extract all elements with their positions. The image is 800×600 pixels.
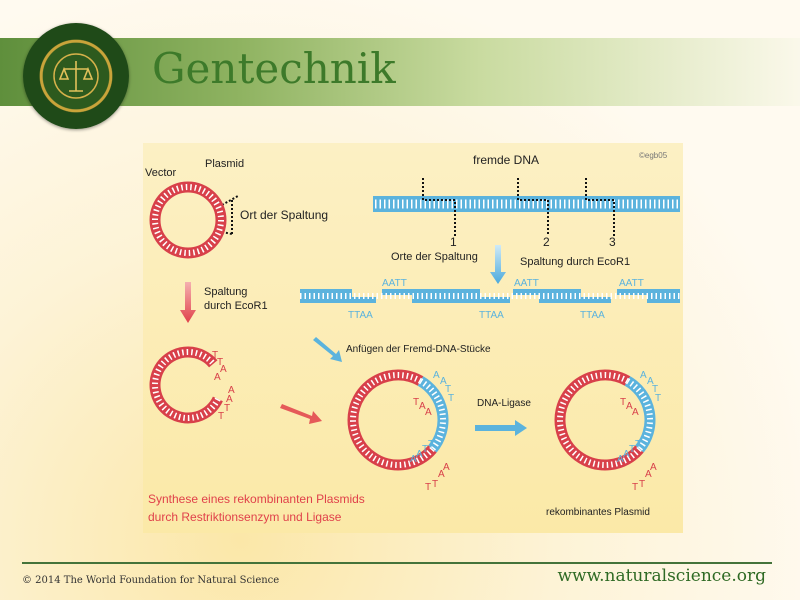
base-letter: A [632, 407, 639, 418]
base-letter: A [623, 449, 630, 460]
base-letter: T [218, 411, 224, 422]
base-letter: A [433, 370, 440, 381]
base-letter: A [626, 401, 633, 412]
hybrid-plasmid-blue-rungs [418, 378, 446, 451]
base-letter: A [650, 462, 657, 473]
label-cut-sites: Orte der Spaltung [391, 251, 478, 263]
base-letter: T [632, 482, 638, 493]
base-letter: T [445, 384, 451, 395]
base-letter: A [640, 370, 647, 381]
arrow-down-red [180, 282, 196, 323]
label-spaltung: Spaltung [204, 286, 247, 298]
label-cut-site: Ort der Spaltung [240, 208, 328, 222]
label-attach: Anfügen der Fremd-DNA-Stücke [346, 344, 491, 355]
base-letter: T [655, 393, 661, 404]
open-plasmid-ring-rungs [152, 349, 221, 421]
base-letter: A [228, 385, 235, 396]
base-letter: T [635, 439, 641, 450]
label-ttaa-2: TTAA [479, 310, 504, 321]
recombinant-plasmid-blue-rungs [625, 378, 653, 451]
arrow-down-blue [490, 245, 506, 284]
base-letter: A [443, 462, 450, 473]
caption-line-1: Synthese eines rekombinanten Plasmids [148, 492, 365, 506]
arrow-diagonal-red [280, 404, 322, 424]
base-letter: A [410, 454, 417, 465]
caption-line-2: durch Restriktionsenzym und Ligase [148, 510, 342, 524]
base-letter: A [419, 401, 426, 412]
label-plasmid: Plasmid [205, 158, 244, 170]
base-letter: A [220, 364, 227, 375]
base-letter: T [422, 444, 428, 455]
diagram-canvas: ©egb05 Vector Plasmid Ort der Spaltung f… [145, 151, 680, 524]
foundation-logo [23, 23, 129, 129]
base-letter: A [645, 469, 652, 480]
footer-url-link[interactable]: www.naturalscience.org [557, 566, 766, 586]
label-num-1: 1 [450, 235, 457, 249]
dna-fragments [300, 289, 680, 303]
copyright-mark: ©egb05 [639, 151, 668, 160]
hybrid-plasmid-red [347, 369, 437, 471]
label-ecor1-cut: Spaltung durch EcoR1 [520, 256, 630, 268]
base-letter: T [217, 357, 223, 368]
base-letter: A [647, 376, 654, 387]
recombinant-plasmid-red [554, 369, 644, 471]
base-letter: A [438, 469, 445, 480]
base-letter: A [617, 454, 624, 465]
cut-site-markers [221, 178, 615, 236]
label-foreign-dna: fremde DNA [473, 153, 539, 167]
label-aatt-3: AATT [619, 278, 644, 289]
base-letter: A [440, 376, 447, 387]
title-banner [0, 38, 800, 106]
base-letter: T [224, 403, 230, 414]
arrow-diagonal-blue [313, 337, 342, 362]
genetic-engineering-diagram: ©egb05 Vector Plasmid Ort der Spaltung f… [143, 143, 683, 533]
label-ttaa-1: TTAA [348, 310, 373, 321]
base-letter: T [629, 444, 635, 455]
page-title: Gentechnik [152, 44, 396, 93]
base-letter: T [425, 482, 431, 493]
footer-divider [22, 562, 772, 564]
base-letter: A [425, 407, 432, 418]
base-letter: T [212, 350, 218, 361]
base-letter: A [226, 394, 233, 405]
foreign-dna-strand [373, 196, 680, 212]
label-recombinant-plasmid: rekombinantes Plasmid [546, 507, 650, 518]
label-vector: Vector [145, 167, 177, 179]
label-num-3: 3 [609, 235, 616, 249]
base-letter: T [413, 397, 419, 408]
label-aatt-1: AATT [382, 278, 407, 289]
base-letter: A [416, 449, 423, 460]
label-ligase: DNA-Ligase [477, 398, 531, 409]
label-ttaa-3: TTAA [580, 310, 605, 321]
base-letter: T [652, 384, 658, 395]
plasmid-ring-rungs [151, 184, 224, 256]
base-letter: T [639, 479, 645, 490]
label-num-2: 2 [543, 235, 550, 249]
base-letter: A [214, 372, 221, 383]
arrow-right-blue [475, 420, 527, 436]
base-letter: T [620, 397, 626, 408]
base-letter: T [432, 479, 438, 490]
base-letter: T [448, 393, 454, 404]
base-letter: T [428, 439, 434, 450]
label-durch-ecor1: durch EcoR1 [204, 300, 268, 312]
footer-copyright: © 2014 The World Foundation for Natural … [22, 575, 280, 586]
label-aatt-2: AATT [514, 278, 539, 289]
